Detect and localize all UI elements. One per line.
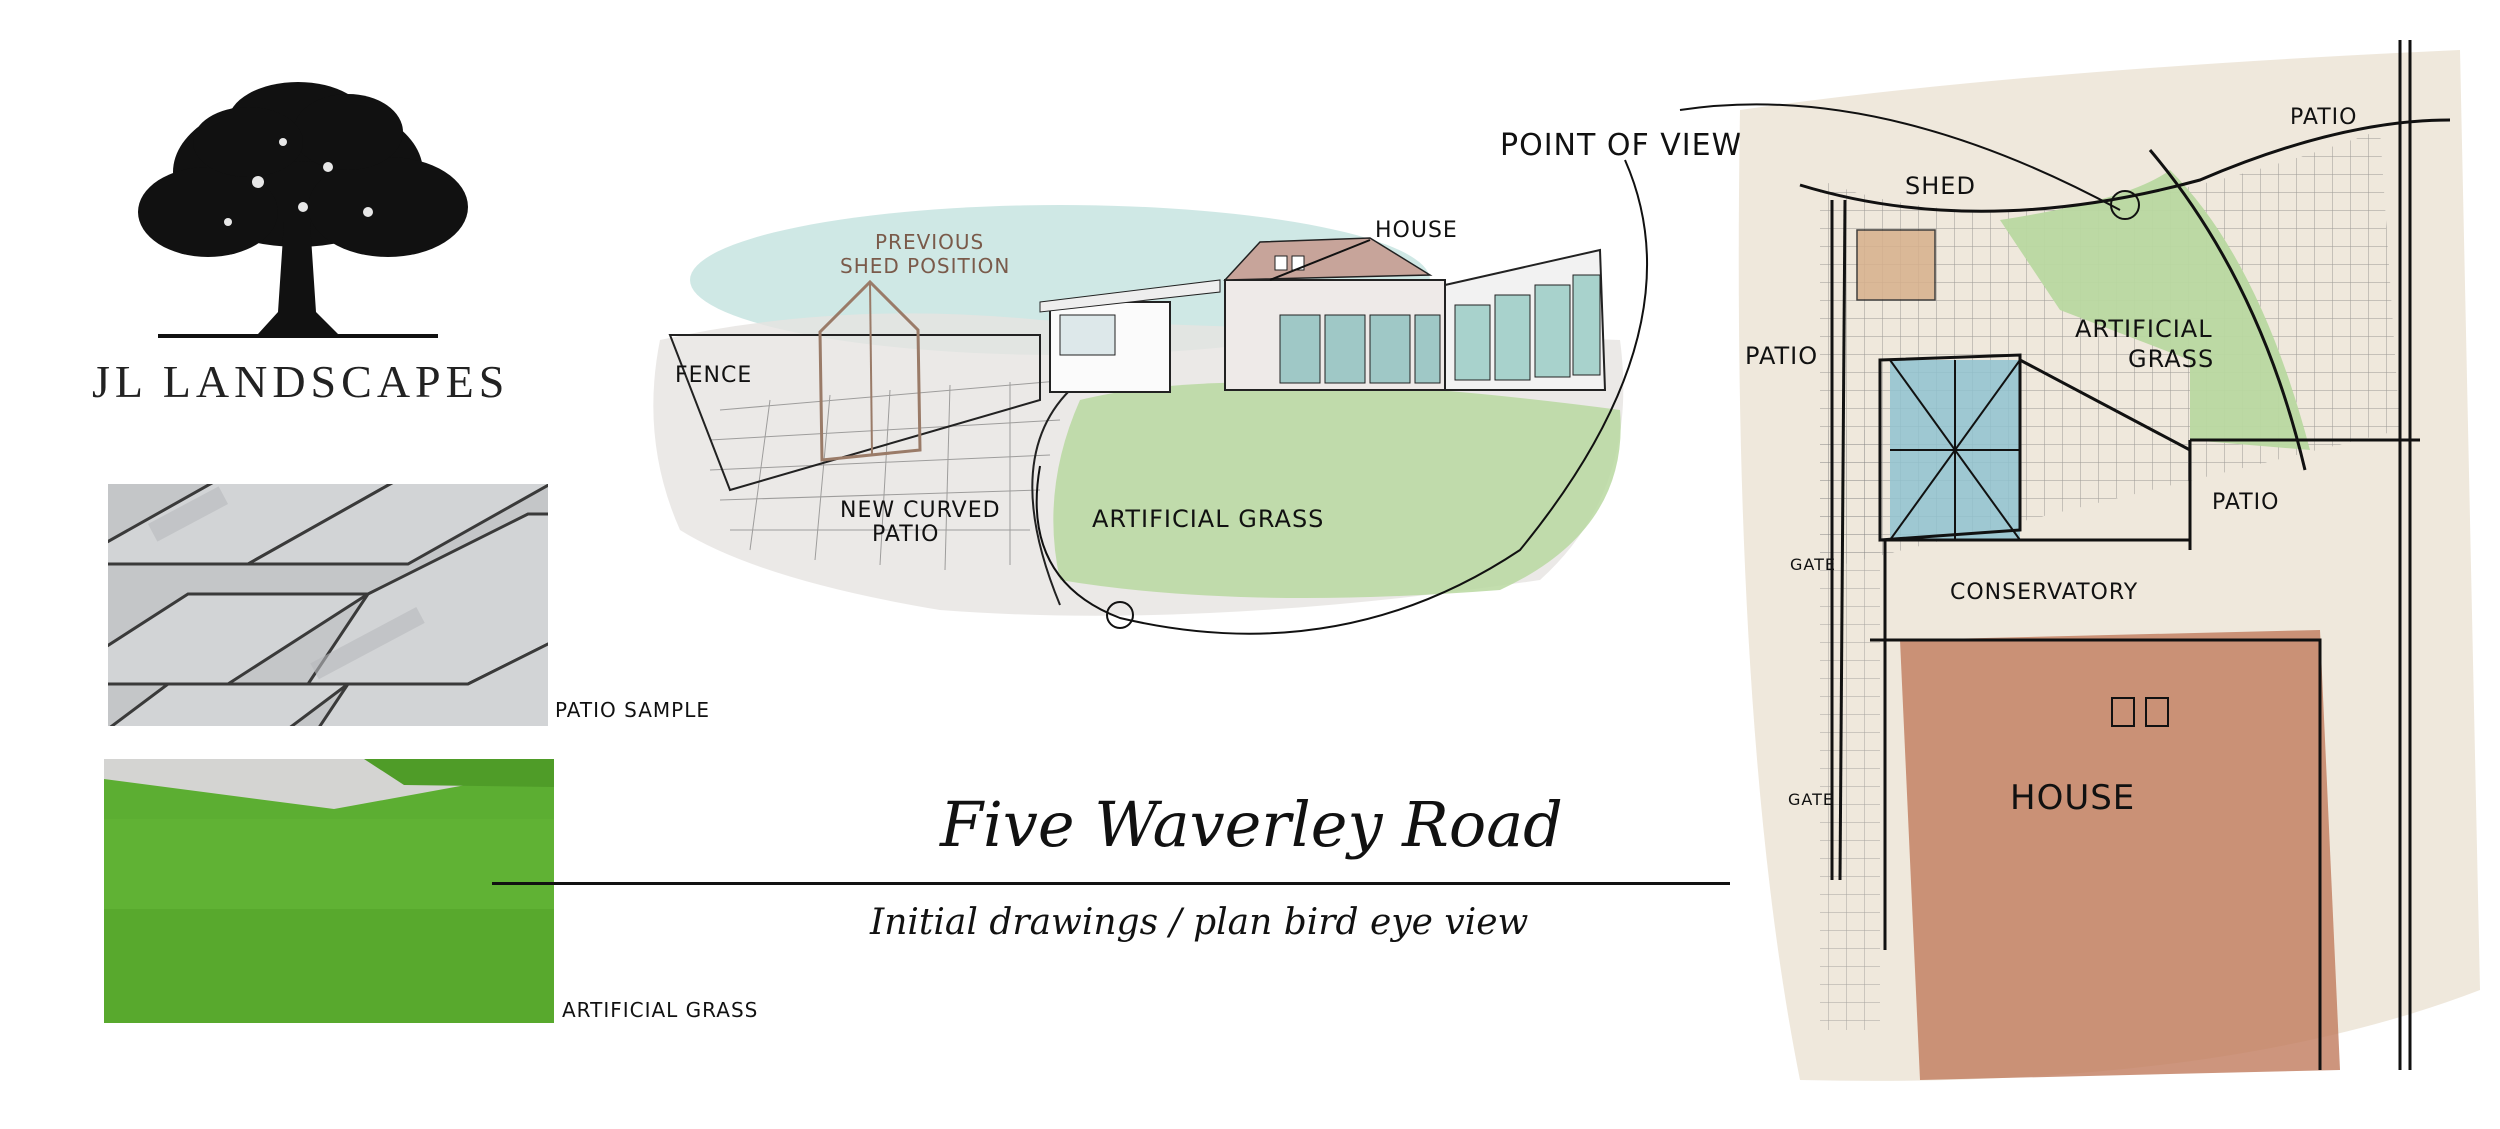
patio-sample-photo — [108, 484, 548, 726]
point-of-view-label: POINT OF VIEW — [1500, 128, 1743, 163]
plan-shed-label: SHED — [1905, 172, 1976, 200]
plan-artificial-grass-label-line1: ARTIFICIAL — [2075, 315, 2213, 343]
page-title: Five Waverley Road — [940, 788, 1563, 861]
plan-patio-top-label: PATIO — [2290, 105, 2358, 130]
fence-label: FENCE — [675, 363, 753, 388]
house-label-perspective: HOUSE — [1375, 218, 1458, 243]
garden-perspective-sketch — [653, 159, 1648, 635]
page-subtitle: Initial drawings / plan bird eye view — [870, 902, 1529, 943]
title-divider — [492, 882, 1730, 885]
artificial-grass-photo — [104, 759, 554, 1023]
artificial-grass-perspective-label: ARTIFICIAL GRASS — [1092, 505, 1325, 533]
previous-shed-label-line2: SHED POSITION — [840, 254, 1011, 278]
plan-artificial-grass-label-line2: GRASS — [2128, 345, 2215, 373]
plan-house-label: HOUSE — [2010, 778, 2136, 818]
plan-conservatory-label: CONSERVATORY — [1950, 580, 2139, 605]
point-of-view-connector — [1679, 103, 2121, 211]
plan-gate-bottom-label: GATE — [1788, 790, 1834, 809]
logo — [88, 72, 508, 432]
brand-name: JL LANDSCAPES — [92, 356, 510, 407]
new-curved-patio-label-line2: PATIO — [872, 522, 940, 547]
garden-plan-sketch — [1738, 40, 2480, 1081]
patio-sample-label: PATIO SAMPLE — [555, 698, 710, 722]
previous-shed-label-line1: PREVIOUS — [875, 230, 985, 254]
plan-patio-left-label: PATIO — [1745, 342, 1819, 370]
new-curved-patio-label-line1: NEW CURVED — [840, 498, 1001, 523]
oak-tree-icon — [138, 82, 468, 338]
plan-patio-right-label: PATIO — [2212, 490, 2280, 515]
plan-gate-top-label: GATE — [1790, 555, 1836, 574]
artificial-grass-label: ARTIFICIAL GRASS — [562, 998, 759, 1022]
